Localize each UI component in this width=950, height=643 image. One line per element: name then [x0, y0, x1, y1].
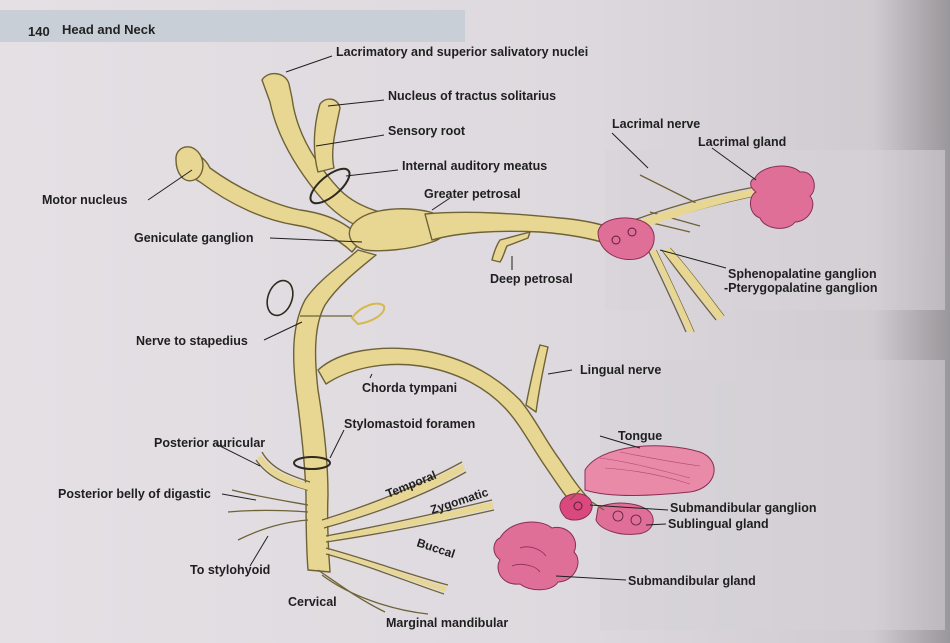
label-sensory-root: Sensory root — [388, 124, 466, 138]
stapedius-muscle — [352, 304, 384, 324]
label-lacrimal-nerve: Lacrimal nerve — [612, 117, 700, 131]
label-posterior-auricular: Posterior auricular — [154, 436, 265, 450]
lingual-nerve-stem — [526, 345, 548, 412]
label-chorda-tympani: Chorda tympani — [362, 381, 457, 395]
sensory-root-branch — [314, 99, 340, 172]
label-deep-petrosal: Deep petrosal — [490, 272, 573, 286]
label-to-stylohyoid: To stylohyoid — [190, 563, 270, 577]
label-cervical: Cervical — [288, 595, 337, 609]
label-greater-petrosal: Greater petrosal — [424, 187, 521, 201]
label-submandibular-ganglion: Submandibular ganglion — [670, 501, 817, 515]
label-sphenopalatine-ganglion: Sphenopalatine ganglion — [728, 267, 877, 281]
label-tractus-solitarius: Nucleus of tractus solitarius — [388, 89, 556, 103]
label-lacrimatory-nuclei: Lacrimatory and superior salivatory nucl… — [336, 45, 588, 59]
label-lacrimal-gland: Lacrimal gland — [698, 135, 786, 149]
label-motor-nucleus: Motor nucleus — [42, 193, 127, 207]
label-geniculate-ganglion: Geniculate ganglion — [134, 231, 253, 245]
submandibular-ganglion — [560, 494, 592, 520]
lacrimal-gland — [750, 166, 814, 228]
label-pterygopalatine-ganglion: -Pterygopalatine ganglion — [724, 281, 878, 295]
label-stylomastoid-foramen: Stylomastoid foramen — [344, 417, 475, 431]
motor-nucleus-knob — [176, 147, 203, 181]
label-internal-auditory-meatus: Internal auditory meatus — [402, 159, 547, 173]
label-nerve-to-stapedius: Nerve to stapedius — [136, 334, 248, 348]
submandibular-gland — [494, 522, 578, 590]
label-buccal: Buccal — [415, 536, 457, 561]
stapedius-ring — [263, 277, 298, 319]
label-submandibular-gland: Submandibular gland — [628, 574, 756, 588]
label-tongue: Tongue — [618, 429, 662, 443]
label-lingual-nerve: Lingual nerve — [580, 363, 661, 377]
label-posterior-belly-digastic: Posterior belly of digastic — [58, 487, 211, 501]
label-sublingual-gland: Sublingual gland — [668, 517, 769, 531]
deep-petrosal-nerve — [492, 232, 530, 262]
label-marginal-mandibular: Marginal mandibular — [386, 616, 508, 630]
